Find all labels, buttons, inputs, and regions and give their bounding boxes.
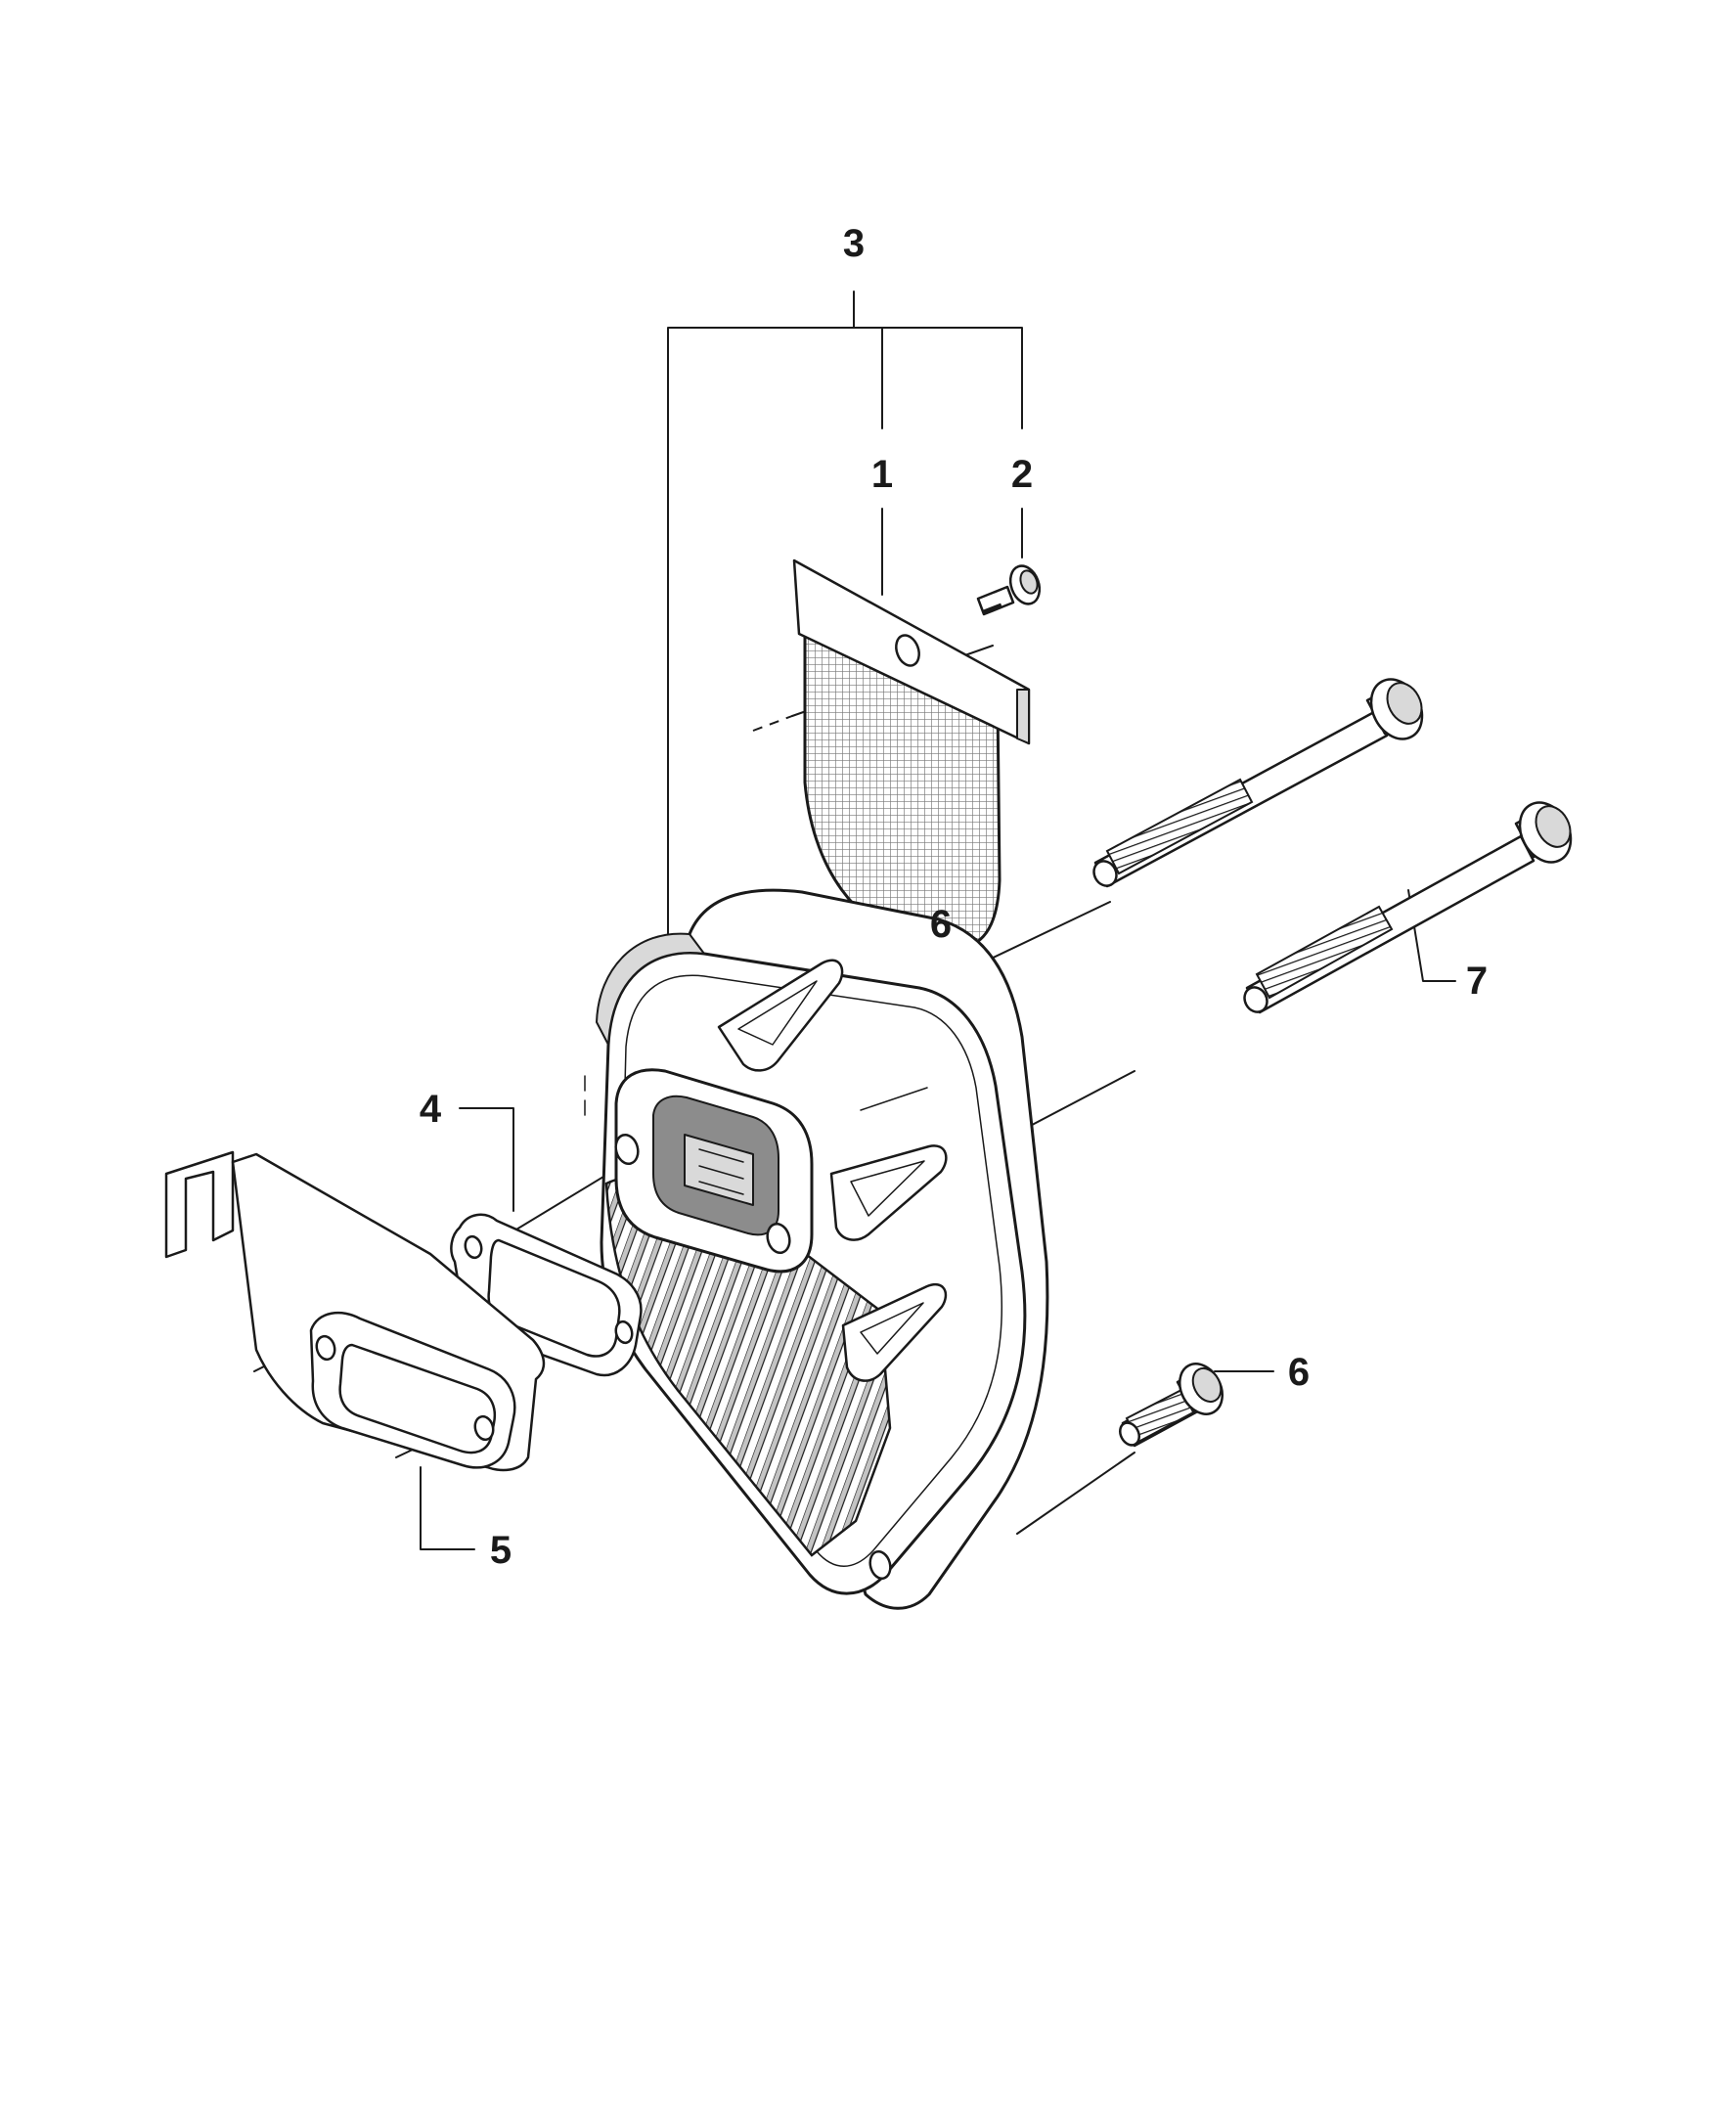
muffler-housing: [584, 888, 1049, 1610]
callout-3: 3: [843, 222, 865, 265]
callout-2: 2: [1011, 453, 1033, 496]
callout-labels: 3 1 2 6 7 4 6 5: [420, 222, 1488, 1572]
callout-6-lower: 6: [1288, 1351, 1310, 1394]
screen-screw: [976, 564, 1042, 616]
leader-lines: [420, 291, 1456, 1550]
long-bolt-lower: [1243, 801, 1573, 1014]
callout-6-upper: 6: [930, 903, 952, 946]
long-bolt-upper: [1092, 678, 1424, 888]
short-bolt: [1119, 1363, 1224, 1448]
callout-1: 1: [871, 453, 893, 496]
callout-4: 4: [420, 1088, 442, 1131]
callout-5: 5: [490, 1529, 512, 1572]
heat-deflector-bracket: [164, 1150, 546, 1472]
spark-arrestor-screen: [792, 559, 1031, 952]
callout-7: 7: [1466, 960, 1488, 1003]
